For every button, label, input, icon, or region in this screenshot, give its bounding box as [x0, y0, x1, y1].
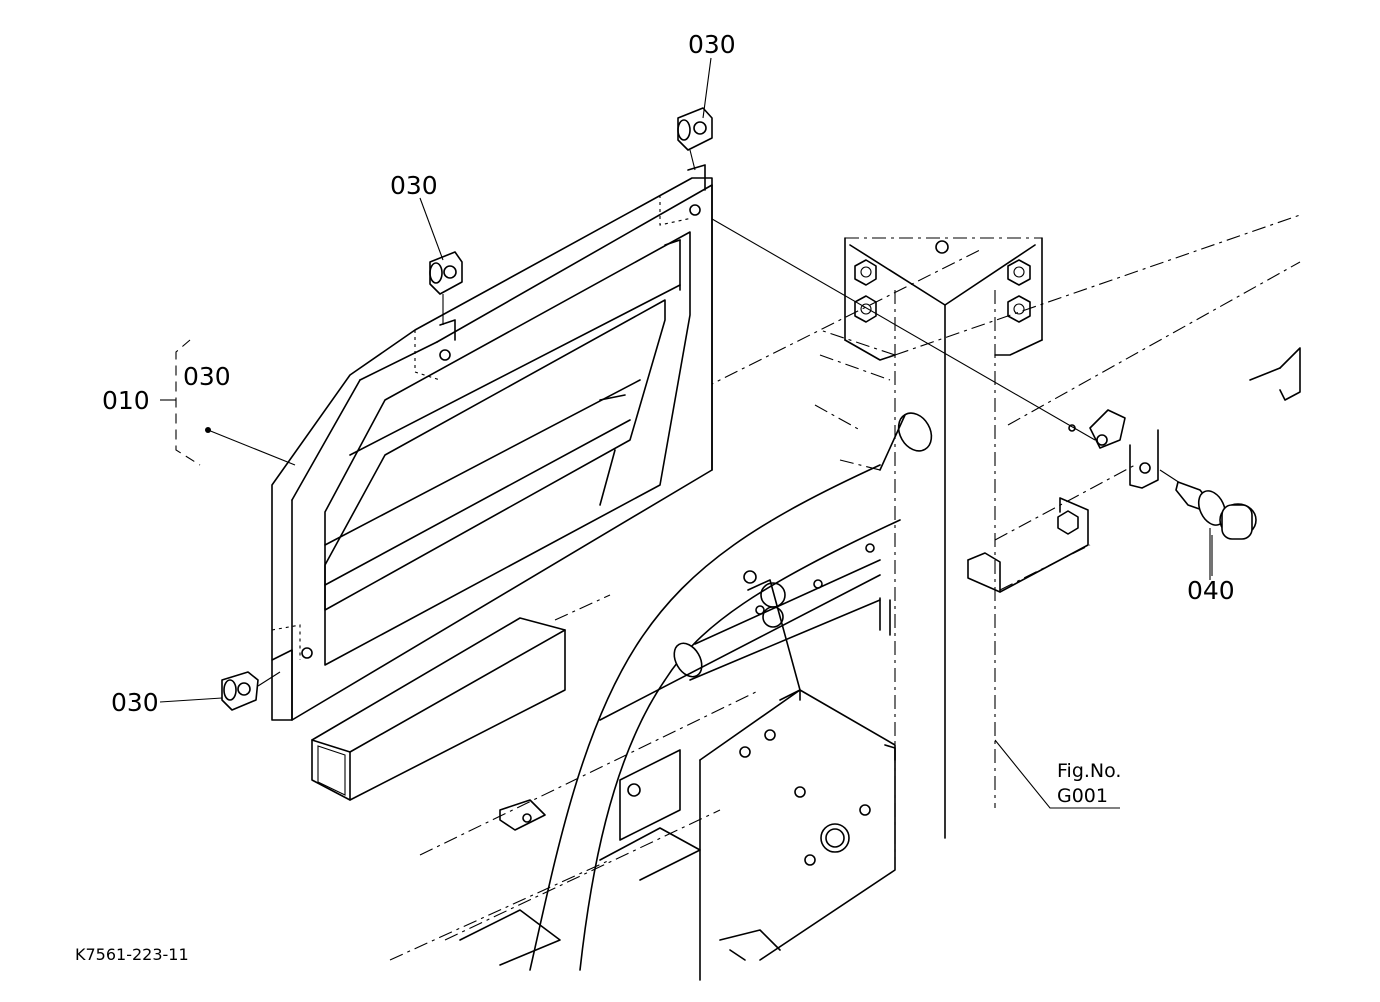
grille-panel: [271, 164, 713, 721]
callout-030-upper: 030: [390, 171, 438, 200]
spring-clip-upper: [429, 251, 463, 325]
rops-post: [844, 237, 1043, 860]
spring-clip-top: [677, 107, 713, 171]
fig-ref-label: Fig.No.: [1057, 760, 1121, 782]
fig-ref-number: G001: [1057, 785, 1108, 807]
knob-bolt: [1159, 469, 1257, 580]
roll-bar: [529, 412, 933, 971]
mounting-bracket-right: [699, 211, 1301, 593]
callout-010: 010: [102, 386, 150, 415]
callout-030-bracket: 030: [183, 362, 231, 391]
callout-040: 040: [1187, 576, 1235, 605]
square-tube: [311, 617, 566, 801]
lower-chassis: [459, 597, 896, 981]
callout-030-top: 030: [688, 30, 736, 59]
drawing-code: K7561-223-11: [75, 945, 189, 964]
spring-clip-lower: [221, 671, 281, 711]
callout-030-lower: 030: [111, 688, 159, 717]
leader-lines: [159, 57, 1213, 809]
